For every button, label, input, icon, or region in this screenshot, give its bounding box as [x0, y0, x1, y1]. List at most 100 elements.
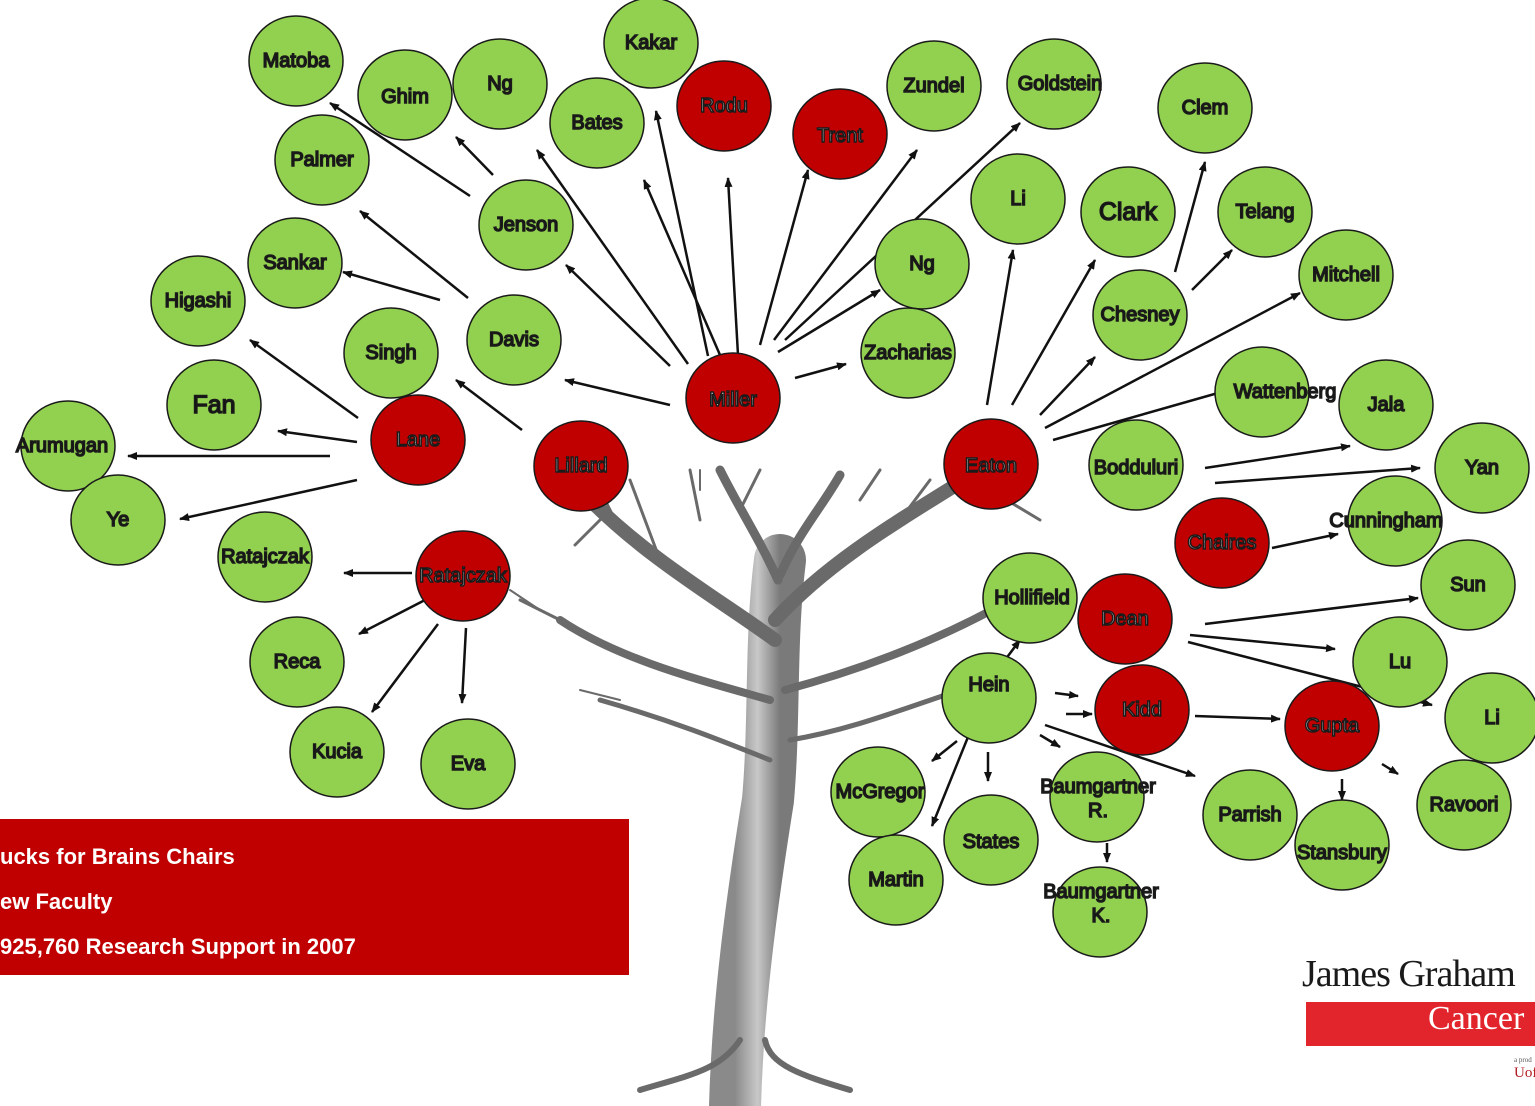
node-parrish: Parrish	[1202, 769, 1298, 861]
node-label: Zacharias	[864, 342, 952, 364]
node-label: Lu	[1389, 651, 1411, 673]
node-label: Davis	[489, 329, 539, 351]
node-sun: Sun	[1420, 539, 1516, 631]
node-gupta: Gupta	[1284, 680, 1380, 772]
node-label: Goldstein	[1018, 73, 1103, 95]
node-label: Ng	[909, 253, 935, 275]
node-label: Chesney	[1101, 304, 1180, 326]
faculty-nodes: Matoba Ghim Ng Kakar Bates Zundel Goldst…	[15, 0, 1535, 958]
node-label: Sankar	[263, 252, 327, 274]
node-label: Jala	[1368, 394, 1406, 416]
node-clem: Clem	[1157, 62, 1253, 154]
node-miller: Miller	[685, 352, 781, 444]
node-label: Bodduluri	[1094, 457, 1179, 479]
node-label: Hein	[968, 674, 1009, 696]
node-li-mid: Li	[970, 153, 1066, 245]
node-label: Ratajczak	[221, 546, 310, 568]
node-arumugan: Arumugan	[15, 400, 116, 492]
node-jala: Jala	[1338, 359, 1434, 451]
node-label-line: Baumgartner	[1043, 881, 1159, 903]
legend-box: ucks for Brains Chairs ew Faculty 925,76…	[0, 819, 629, 975]
node-kidd: Kidd	[1094, 664, 1190, 756]
node-label: Dean	[1101, 608, 1149, 630]
node-label: Yan	[1465, 457, 1499, 479]
node-zacharias: Zacharias	[860, 307, 956, 399]
legend-support-text: 925,760 Research Support in 2007	[0, 934, 356, 959]
node-label: Higashi	[165, 290, 232, 312]
node-lillard: Lillard	[533, 420, 629, 512]
legend-faculty-text: ew Faculty	[0, 889, 113, 914]
node-label: Zundel	[903, 75, 964, 97]
node-label: Arumugan	[16, 435, 108, 457]
node-clark: Clark	[1080, 166, 1176, 258]
node-label: Hollifield	[994, 587, 1070, 609]
node-label: Lillard	[554, 455, 607, 477]
node-davis: Davis	[466, 294, 562, 386]
node-label: Mitchell	[1312, 264, 1380, 286]
node-ravoori: Ravoori	[1416, 759, 1512, 851]
logo-red-bar	[1306, 1002, 1535, 1046]
tree-illustration	[509, 463, 1052, 1106]
node-label: Clem	[1182, 97, 1229, 119]
node-ghim: Ghim	[357, 49, 453, 141]
node-label: Reca	[274, 651, 322, 673]
node-label: Telang	[1236, 201, 1295, 223]
node-higashi: Higashi	[150, 255, 246, 347]
node-label-line: K.	[1092, 905, 1111, 927]
node-chaires: Chaires	[1174, 497, 1270, 589]
node-li-right: Li	[1444, 672, 1535, 764]
node-label: Lane	[396, 429, 441, 451]
node-telang: Telang	[1217, 166, 1313, 258]
node-label: Martin	[868, 869, 924, 891]
node-jenson: Jenson	[478, 179, 574, 271]
node-ng-mid: Ng	[874, 218, 970, 310]
node-label: Parrish	[1218, 804, 1281, 826]
node-lu: Lu	[1352, 616, 1448, 708]
logo-subtitle: Cancer	[1428, 1000, 1525, 1037]
node-label: Trent	[817, 125, 863, 147]
node-ng-top: Ng	[452, 38, 548, 130]
node-lane: Lane	[370, 394, 466, 486]
legend-chairs-text: ucks for Brains Chairs	[0, 844, 235, 869]
node-label: Eaton	[965, 455, 1017, 477]
edge-arrows	[127, 101, 1433, 863]
node-palmer: Palmer	[274, 114, 370, 206]
node-label: Wattenberg	[1234, 381, 1337, 403]
node-label: Gupta	[1305, 715, 1360, 737]
node-yan: Yan	[1434, 422, 1530, 514]
node-wattenberg: Wattenberg	[1214, 346, 1337, 438]
node-dean: Dean	[1077, 573, 1173, 665]
node-label: Clark	[1099, 198, 1158, 226]
node-label: Bates	[571, 112, 622, 134]
node-ratajczak-red: Ratajczak	[415, 530, 511, 622]
node-fan: Fan	[166, 359, 262, 451]
node-rodu: Rodu	[676, 60, 772, 152]
node-zundel: Zundel	[886, 40, 982, 132]
node-kakar: Kakar	[603, 0, 699, 89]
cancer-center-logo: James Graham Cancer a prod Uof	[1296, 952, 1535, 1106]
node-label: States	[963, 831, 1020, 853]
node-label: Kakar	[625, 32, 678, 54]
logo-name: James Graham	[1302, 953, 1516, 995]
node-ye: Ye	[70, 474, 166, 566]
node-label: Palmer	[290, 149, 354, 171]
node-label: Cunningham	[1329, 510, 1442, 532]
node-label: Stansbury	[1297, 842, 1387, 864]
node-reca: Reca	[249, 616, 345, 708]
node-bates: Bates	[549, 77, 645, 169]
node-label: Rodu	[700, 95, 748, 117]
node-ratajczak-green: Ratajczak	[217, 511, 313, 603]
node-label: Fan	[192, 391, 235, 419]
node-label: Kidd	[1122, 699, 1162, 721]
node-label: Ng	[487, 73, 513, 95]
node-label-line: Baumgartner	[1040, 776, 1156, 798]
node-label: Ratajczak	[419, 565, 508, 587]
node-label: Ghim	[381, 86, 429, 108]
node-kucia: Kucia	[289, 706, 385, 798]
